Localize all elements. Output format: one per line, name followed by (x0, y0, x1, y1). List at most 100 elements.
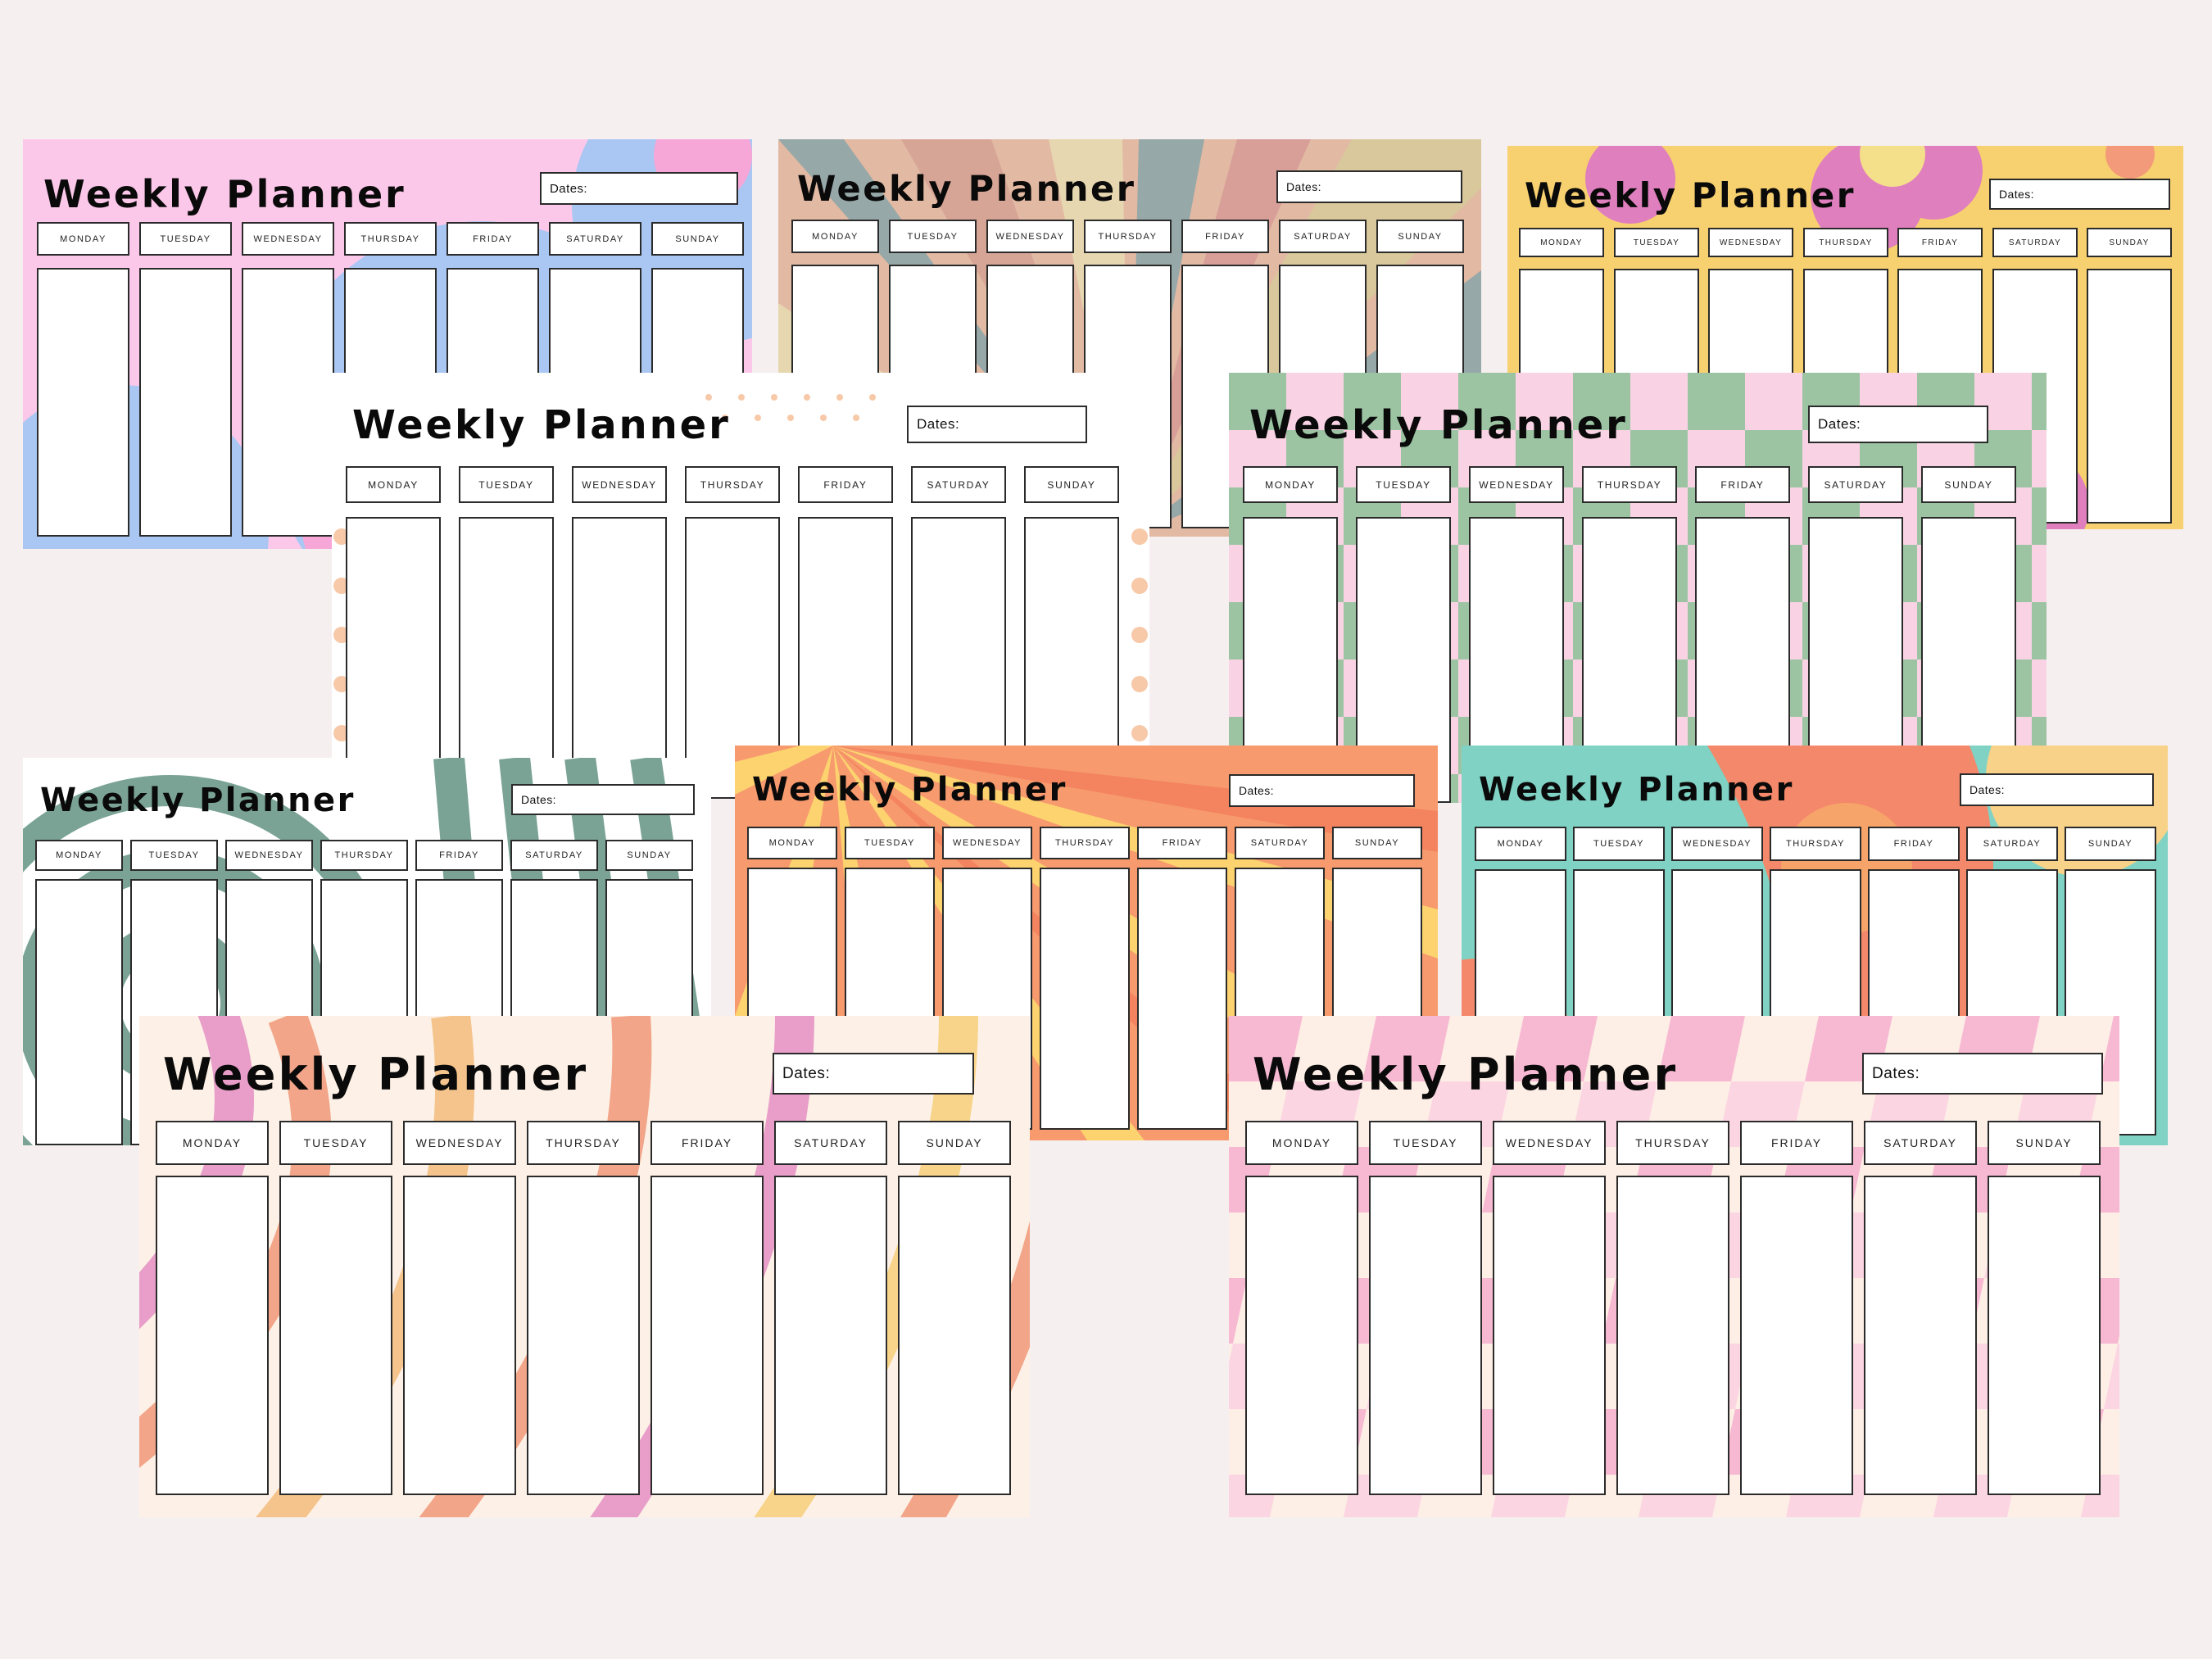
planner-3-title: Weekly Planner (352, 402, 731, 448)
planner-2-day-header-sunday: SUNDAY (2087, 228, 2172, 257)
planner-9-title: Weekly Planner (1253, 1049, 1679, 1100)
planner-3-day-header-saturday: SATURDAY (911, 466, 1006, 503)
planner-0-day-header-tuesday: TUESDAY (139, 222, 232, 256)
planner-0-day-box-wednesday[interactable] (242, 268, 334, 537)
planner-9-day-box-tuesday[interactable] (1369, 1176, 1482, 1495)
planner-4-title: Weekly Planner (1249, 402, 1628, 448)
planner-8-day-box-tuesday[interactable] (279, 1176, 392, 1495)
planner-8-day-box-monday[interactable] (156, 1176, 269, 1495)
planner-5-day-header-monday: MONDAY (35, 840, 123, 871)
planner-5-day-header-friday: FRIDAY (415, 840, 503, 871)
planner-8-day-header-thursday: THURSDAY (527, 1121, 640, 1165)
planner-9-day-box-thursday[interactable] (1616, 1176, 1729, 1495)
planner-5-dates-field[interactable]: Dates: (511, 784, 695, 815)
planner-9-day-header-saturday: SATURDAY (1864, 1121, 1977, 1165)
planner-7-day-header-friday: FRIDAY (1868, 827, 1960, 861)
planner-9-dates-label: Dates: (1872, 1064, 1920, 1082)
planner-4-dates-label: Dates: (1818, 416, 1861, 432)
planner-4-day-header-monday: MONDAY (1243, 466, 1338, 503)
planner-8-dates-field[interactable]: Dates: (773, 1053, 974, 1095)
planner-6-day-header-wednesday: WEDNESDAY (942, 827, 1032, 859)
planner-6-title: Weekly Planner (752, 771, 1067, 809)
planner-9-day-header-monday: MONDAY (1245, 1121, 1358, 1165)
planner-1-day-header-saturday: SATURDAY (1279, 220, 1367, 253)
planner-3-day-box-wednesday[interactable] (572, 517, 667, 799)
planner-0-day-header-sunday: SUNDAY (651, 222, 744, 256)
planner-4-day-header-saturday: SATURDAY (1808, 466, 1903, 503)
planner-3-day-box-tuesday[interactable] (459, 517, 554, 799)
planner-9-day-box-saturday[interactable] (1864, 1176, 1977, 1495)
planner-1-title: Weekly Planner (797, 169, 1136, 210)
planner-9-day-header-sunday: SUNDAY (1988, 1121, 2101, 1165)
planner-1-day-header-wednesday: WEDNESDAY (986, 220, 1074, 253)
planner-9-day-box-monday[interactable] (1245, 1176, 1358, 1495)
planner-6-dates-field[interactable]: Dates: (1229, 774, 1415, 807)
planner-0-day-box-tuesday[interactable] (139, 268, 232, 537)
planner-5-title: Weekly Planner (40, 782, 356, 819)
planner-9-day-box-sunday[interactable] (1988, 1176, 2101, 1495)
planner-9-day-header-thursday: THURSDAY (1616, 1121, 1729, 1165)
planner-2-day-box-sunday[interactable] (2087, 269, 2172, 524)
planner-2-day-header-saturday: SATURDAY (1992, 228, 2078, 257)
planner-1-dates-label: Dates: (1286, 180, 1321, 193)
planner-3-day-header-tuesday: TUESDAY (459, 466, 554, 503)
planner-8-day-header-sunday: SUNDAY (898, 1121, 1011, 1165)
planner-9-dates-field[interactable]: Dates: (1862, 1053, 2103, 1095)
planner-7-dates-field[interactable]: Dates: (1960, 773, 2154, 806)
planner-4-day-header-friday: FRIDAY (1695, 466, 1790, 503)
planner-2-dates-label: Dates: (1999, 188, 2034, 201)
planner-6-day-header-saturday: SATURDAY (1235, 827, 1325, 859)
planner-3-day-header-friday: FRIDAY (798, 466, 893, 503)
planner-0-day-header-saturday: SATURDAY (549, 222, 641, 256)
planner-0-day-header-wednesday: WEDNESDAY (242, 222, 334, 256)
planner-3-day-header-thursday: THURSDAY (685, 466, 780, 503)
planner-7-day-header-monday: MONDAY (1475, 827, 1566, 861)
planner-6-day-header-tuesday: TUESDAY (845, 827, 935, 859)
planner-8-day-box-wednesday[interactable] (403, 1176, 516, 1495)
planner-8-dates-label: Dates: (782, 1064, 831, 1082)
planner-2-dates-field[interactable]: Dates: (1989, 179, 2170, 210)
planner-3-dates-field[interactable]: Dates: (907, 406, 1087, 443)
planner-0-day-box-monday[interactable] (37, 268, 129, 537)
planner-7-day-header-sunday: SUNDAY (2065, 827, 2156, 861)
planner-9-day-header-wednesday: WEDNESDAY (1493, 1121, 1606, 1165)
planner-6-dates-label: Dates: (1239, 784, 1274, 797)
planner-9-day-box-friday[interactable] (1740, 1176, 1853, 1495)
planner-8-day-header-saturday: SATURDAY (774, 1121, 887, 1165)
planner-8-day-header-tuesday: TUESDAY (279, 1121, 392, 1165)
planner-2-title: Weekly Planner (1525, 175, 1856, 215)
planner-5-day-header-wednesday: WEDNESDAY (225, 840, 313, 871)
planner-8-day-header-wednesday: WEDNESDAY (403, 1121, 516, 1165)
planner-2-day-header-thursday: THURSDAY (1803, 228, 1888, 257)
planner-2-day-header-tuesday: TUESDAY (1614, 228, 1699, 257)
planner-3-day-header-sunday: SUNDAY (1024, 466, 1119, 503)
planner-4-day-header-wednesday: WEDNESDAY (1469, 466, 1564, 503)
planner-8-day-box-saturday[interactable] (774, 1176, 887, 1495)
planner-8-day-box-friday[interactable] (650, 1176, 764, 1495)
planner-4-day-header-sunday: SUNDAY (1921, 466, 2016, 503)
planner-7-day-header-tuesday: TUESDAY (1573, 827, 1665, 861)
planner-6-day-header-monday: MONDAY (747, 827, 837, 859)
planner-7-title: Weekly Planner (1479, 771, 1794, 809)
planner-3-day-box-monday[interactable] (346, 517, 441, 799)
planner-1-day-header-thursday: THURSDAY (1084, 220, 1172, 253)
planner-9-day-box-wednesday[interactable] (1493, 1176, 1606, 1495)
planner-1-dates-field[interactable]: Dates: (1276, 170, 1462, 203)
planner-6-day-box-thursday[interactable] (1040, 868, 1130, 1130)
planner-1-day-header-tuesday: TUESDAY (889, 220, 977, 253)
planner-6-day-box-friday[interactable] (1137, 868, 1227, 1130)
planner-3-day-header-monday: MONDAY (346, 466, 441, 503)
planner-1-day-header-friday: FRIDAY (1181, 220, 1269, 253)
planner-4-dates-field[interactable]: Dates: (1808, 406, 1988, 443)
planner-0-dates-field[interactable]: Dates: (540, 172, 738, 205)
planner-6-day-header-sunday: SUNDAY (1332, 827, 1422, 859)
planner-5-day-box-monday[interactable] (35, 879, 123, 1145)
planner-5-day-header-sunday: SUNDAY (605, 840, 693, 871)
planner-8-day-box-thursday[interactable] (527, 1176, 640, 1495)
planner-6-day-header-thursday: THURSDAY (1040, 827, 1130, 859)
planner-8-day-box-sunday[interactable] (898, 1176, 1011, 1495)
